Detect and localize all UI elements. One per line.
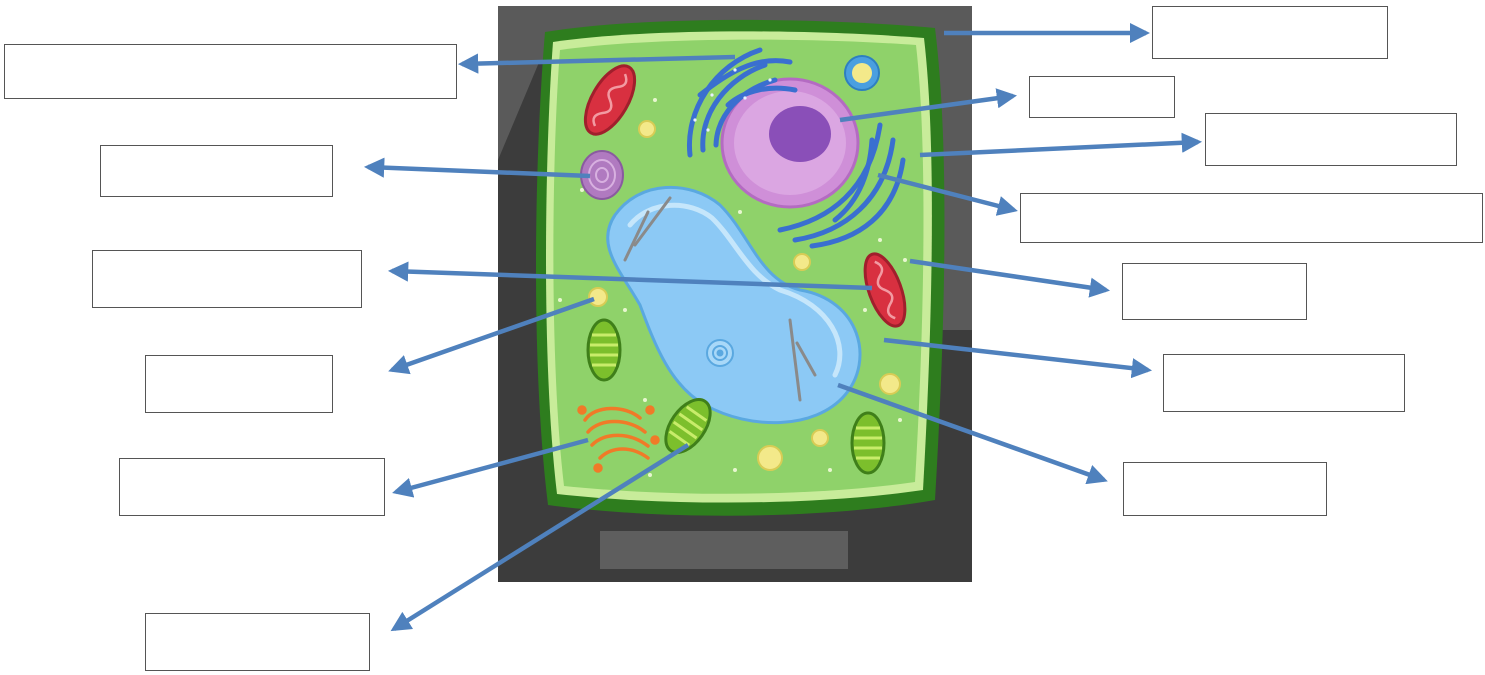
label-box-r5[interactable] [1122,263,1307,320]
chloroplast-right [852,413,884,473]
label-box-l1[interactable] [4,44,457,99]
label-box-l4[interactable] [145,355,333,413]
label-box-r7[interactable] [1123,462,1327,516]
peroxisome [845,56,879,90]
label-box-l6[interactable] [145,613,370,671]
label-box-l2[interactable] [100,145,333,197]
label-box-r6[interactable] [1163,354,1405,412]
nucleolus [769,106,831,162]
label-box-l5[interactable] [119,458,385,516]
label-box-r1[interactable] [1152,6,1388,59]
label-box-r2[interactable] [1029,76,1175,118]
label-box-r3[interactable] [1205,113,1457,166]
vacuole-vesicle [707,340,733,366]
label-box-r4[interactable] [1020,193,1483,243]
chloroplast-left [588,320,620,380]
label-box-l3[interactable] [92,250,362,308]
